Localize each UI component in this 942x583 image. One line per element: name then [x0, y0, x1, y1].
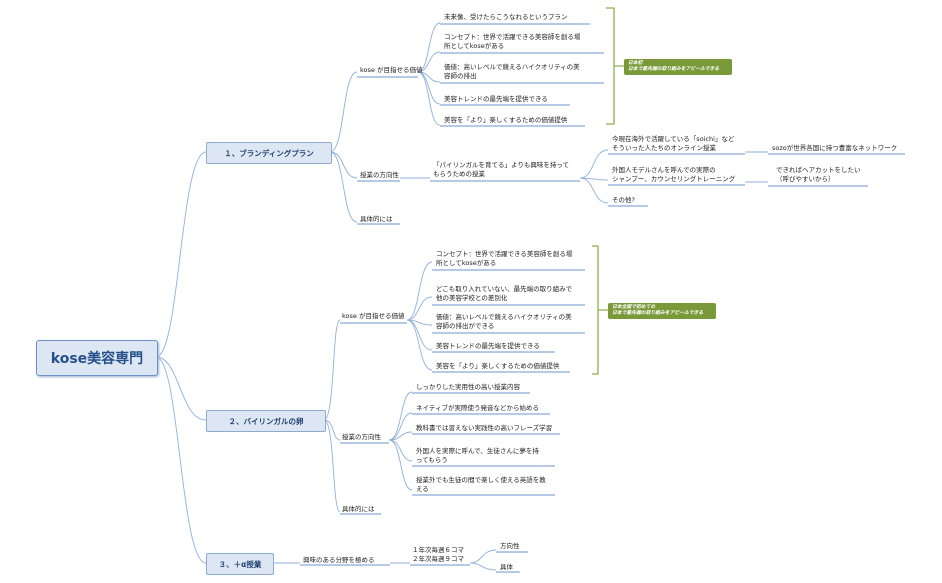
b1-sub2-detail-1[interactable]: できればヘアカットをしたい （呼びやすいから） — [776, 166, 861, 183]
connector-b1-sub1 — [329, 71, 358, 153]
b1-sub1-item-0[interactable]: 未来像、受けたらこうなれるというプラン — [444, 13, 568, 21]
b2-sub3-label[interactable]: 具体的には — [342, 505, 375, 513]
b1-sub2-label[interactable]: 授業の方向性 — [360, 171, 399, 179]
b1-sub2-item-2[interactable]: その他? — [612, 196, 635, 204]
b1-sub2-item-1[interactable]: 外国人モデルさんを呼んでの実際の シャンプー、カウンセリングトレーニング — [612, 166, 736, 183]
branch3-node[interactable]: ３、＋α授業 — [206, 553, 274, 575]
connector-root-branch2 — [155, 356, 207, 421]
b2-sub2-item-3[interactable]: 外国人を実際に呼んで、生徒さんに夢を持 ってもらう — [416, 447, 539, 464]
bracket-b1 — [606, 7, 624, 125]
b1-sub1-item-2[interactable]: 価値：高いレベルで競えるハイクオリティの美 容師の排出 — [444, 63, 580, 80]
connector-b2-sub3 — [323, 419, 341, 513]
b2-sub1-item-3[interactable]: 美容トレンドの最先端を提供できる — [436, 342, 540, 350]
b1-sub1-item-3[interactable]: 美容トレンドの最先端を提供できる — [444, 95, 548, 103]
b2-sub1-label[interactable]: kose が目指せる価値 — [342, 312, 405, 320]
branch1-node[interactable]: １、ブランディングプラン — [206, 142, 332, 164]
connector-b1-sub3 — [329, 151, 358, 223]
connector-root-branch1 — [155, 151, 207, 358]
branch2-node[interactable]: ２、バイリンガルの卵 — [206, 410, 326, 432]
b1-sub1-label[interactable]: kose が目指せる価値 — [360, 66, 423, 74]
b1-sub2-item-0[interactable]: 今現在海外で活躍している「soichi」など そういった人たちのオンライン授業 — [612, 135, 735, 152]
b3-item-1[interactable]: 具体 — [500, 563, 513, 571]
b1-sub2-idea[interactable]: 「パイリンガルを育てる」よりも興味を持って もらうための授業 — [433, 161, 570, 178]
b1-sub1-item-1[interactable]: コンセプト：世界で活躍できる美容師を創る場 所としてkoseがある — [444, 33, 581, 50]
b2-sub2-label[interactable]: 授業の方向性 — [342, 433, 381, 441]
b2-sub2-item-2[interactable]: 教科書では習えない実践性の高いフレーズ学習 — [416, 424, 553, 432]
connector-root-branch3 — [155, 356, 207, 564]
b2-sub1-item-4[interactable]: 美容を「より」楽しくするための価値提供 — [436, 362, 560, 370]
b2-sub2-item-0[interactable]: しっかりした実用性の高い授業内容 — [416, 383, 520, 391]
b2-sub1-item-2[interactable]: 価値：高いレベルで競えるハイクオリティの美 容師の排出ができる — [436, 313, 572, 330]
b3-sub1-label[interactable]: 興味のある分野を極める — [303, 556, 375, 564]
connector-b2-sub2 — [323, 419, 341, 441]
b3-item-0[interactable]: 方向性 — [500, 542, 520, 550]
root-node[interactable]: kose美容専門 — [36, 340, 158, 376]
b2-sub1-item-1[interactable]: どこも取り入れていない、最先端の取り組みで 他の美容学校との差別化 — [436, 285, 573, 302]
bracket-b2 — [592, 245, 608, 375]
b2-sub2-item-1[interactable]: ネイティブが実際使う発音などから始める — [416, 404, 539, 412]
b2-callout-note: 日本全国で初めての 日本で最先端の取り組みをアピールできる — [608, 303, 716, 319]
b1-sub3-label[interactable]: 具体的には — [360, 215, 393, 223]
b2-sub1-item-0[interactable]: コンセプト：世界で活躍できる美容師を創る場 所としてkoseがある — [436, 250, 573, 267]
connector-b1-sub2 — [329, 151, 358, 179]
b1-sub1-item-4[interactable]: 美容を「より」楽しくするための価値提供 — [444, 116, 568, 124]
connector-b2-sub1 — [323, 319, 341, 421]
b1-sub2-detail-0[interactable]: sozoが世界各国に持つ豊富なネットワーク — [772, 144, 898, 152]
b2-sub2-item-4[interactable]: 授業外でも生徒の間で楽しく使える英語を教 える — [416, 476, 546, 493]
b3-schedule[interactable]: １年次毎週６コマ ２年次毎週９コマ — [412, 546, 464, 563]
b1-callout-note: 日本初 日本で最先端の取り組みをアピールできる — [624, 59, 732, 75]
